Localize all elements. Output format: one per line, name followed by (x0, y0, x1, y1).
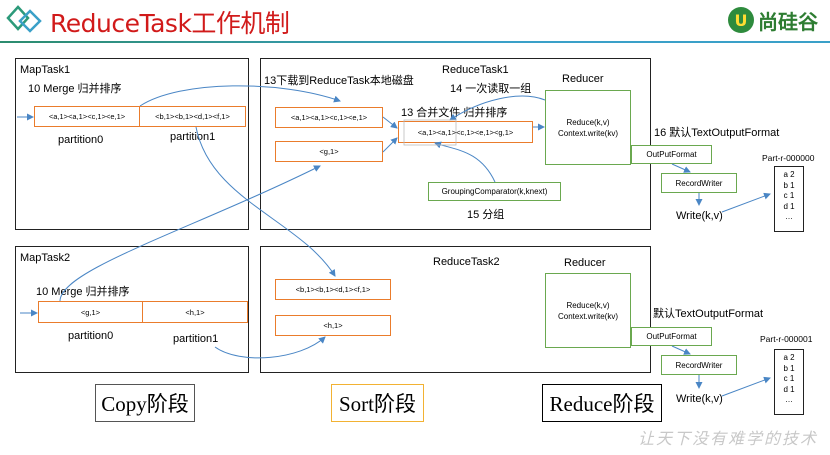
brand-text: 尚硅谷 (758, 9, 818, 34)
reducetask1-label: ReduceTask1 (442, 64, 509, 76)
grouping-comparator-label: GroupingComparator(k,knext) (441, 187, 548, 196)
maptask1-merge-note: 10 Merge 归并排序 (28, 83, 122, 95)
logo-diamond-icon (6, 5, 42, 33)
output-format-label-1: OutPutFormat (646, 150, 697, 159)
maptask1-output-buffer: <a,1><a,1><c,1><e,1> <b,1><b,1><d,1><f,1… (34, 106, 246, 127)
maptask2-partition0-cell: <g,1> (39, 302, 143, 322)
output-file-name-2: Part-r-000001 (760, 334, 813, 344)
reducetask1-merged-file: <a,1><a,1><c,1><e,1><g,1> (398, 121, 533, 143)
reducetask1-read-note: 14 一次读取一组 (450, 83, 532, 95)
maptask2-partition0-label: partition0 (68, 330, 114, 342)
reducetask2-label: ReduceTask2 (433, 256, 500, 268)
arrow-of1-to-rw1 (671, 163, 691, 173)
maptask1-partition1-cell: <b,1><b,1><d,1><f,1> (155, 112, 230, 121)
maptask2-partition1-cell: <h,1> (185, 307, 205, 317)
write-label-2: Write(k,v) (676, 393, 723, 405)
maptask1-partition0-cell: <a,1><a,1><c,1><e,1> (35, 107, 140, 126)
output-file-1-line: b 1 (783, 180, 795, 190)
output-file-name-1: Part-r-000000 (762, 153, 815, 163)
maptask2-output-buffer: <g,1> <h,1> (38, 301, 248, 323)
output-file-2-line: a 2 (783, 353, 795, 362)
brand-logo: U 尚硅谷 (728, 6, 818, 34)
output-format-label-2: OutPutFormat (646, 332, 697, 341)
output-format-box-1: OutPutFormat (631, 145, 712, 164)
output-file-1-line: d 1 (783, 201, 795, 211)
grouping-note: 15 分组 (467, 209, 505, 221)
arrow-write1-to-file1 (721, 192, 771, 213)
reducetask2-copied-partition-h: <h,1> (275, 315, 391, 336)
reducetask2-copied-partition-b: <b,1><b,1><d,1><f,1> (275, 279, 391, 300)
maptask1-partition0-label: partition0 (58, 134, 104, 146)
output-file-2: a 2 b 1 c 1 d 1 … (774, 349, 804, 415)
output-file-1: a 2 b 1 c 1 d 1 … (774, 166, 804, 232)
record-writer-box-2: RecordWriter (661, 355, 737, 375)
maptask1-partition1-label: partition1 (170, 131, 216, 143)
output-file-2-line: c 1 (783, 374, 795, 383)
title-divider (0, 41, 830, 43)
brand-mark-icon: U (728, 7, 754, 33)
output-format-note-2: 默认TextOutputFormat (653, 308, 764, 320)
reducer1-label: Reducer (562, 73, 604, 85)
reducetask1-copied-partition-a: <a,1><a,1><c,1><e,1> (275, 107, 383, 128)
output-file-2-line: b 1 (783, 363, 795, 373)
record-writer-label-1: RecordWriter (675, 178, 723, 188)
reducetask1-merge-note: 13 合并文件 归并排序 (401, 107, 508, 119)
sort-phase-label: Sort阶段 (331, 384, 424, 422)
reducer1-write-line: Context.write(kv) (557, 128, 618, 138)
reducer2-label: Reducer (564, 257, 606, 269)
maptask2-partition1-label: partition1 (173, 333, 219, 345)
reducer2-reduce-line: Reduce(k,v) (566, 300, 610, 310)
record-writer-label-2: RecordWriter (675, 360, 723, 370)
reducetask1-copy-note: 13下载到ReduceTask本地磁盘 (264, 75, 414, 87)
maptask2-merge-note: 10 Merge 归并排序 (36, 286, 130, 298)
output-file-2-line: d 1 (783, 384, 795, 394)
reducer1-reduce-line: Reduce(k,v) (566, 117, 610, 127)
output-format-note-1: 16 默认TextOutputFormat (654, 127, 780, 139)
output-file-2-line: … (785, 395, 793, 404)
grouping-comparator-box: GroupingComparator(k,knext) (428, 182, 561, 201)
watermark: 让天下没有难学的技术 (637, 429, 818, 448)
write-label-1: Write(k,v) (676, 210, 723, 222)
reducetask1-copied-partition-g: <g,1> (275, 141, 383, 162)
record-writer-box-1: RecordWriter (661, 173, 737, 193)
output-file-1-line: a 2 (783, 170, 795, 179)
arrow-of2-to-rw2 (671, 345, 691, 355)
page-title: ReduceTask工作机制 (50, 9, 290, 38)
reducer2-write-line: Context.write(kv) (557, 311, 618, 321)
maptask1-label: MapTask1 (20, 64, 71, 76)
output-file-1-line: … (785, 212, 793, 221)
reducer2-box: Reduce(k,v) Context.write(kv) (545, 273, 631, 348)
output-format-box-2: OutPutFormat (631, 327, 712, 346)
reduce-phase-label: Reduce阶段 (542, 384, 662, 422)
reducer1-box: Reduce(k,v) Context.write(kv) (545, 90, 631, 165)
copy-phase-label: Copy阶段 (95, 384, 195, 422)
arrow-write2-to-file2 (721, 376, 771, 397)
maptask2-label: MapTask2 (20, 252, 71, 264)
output-file-1-line: c 1 (783, 191, 795, 200)
